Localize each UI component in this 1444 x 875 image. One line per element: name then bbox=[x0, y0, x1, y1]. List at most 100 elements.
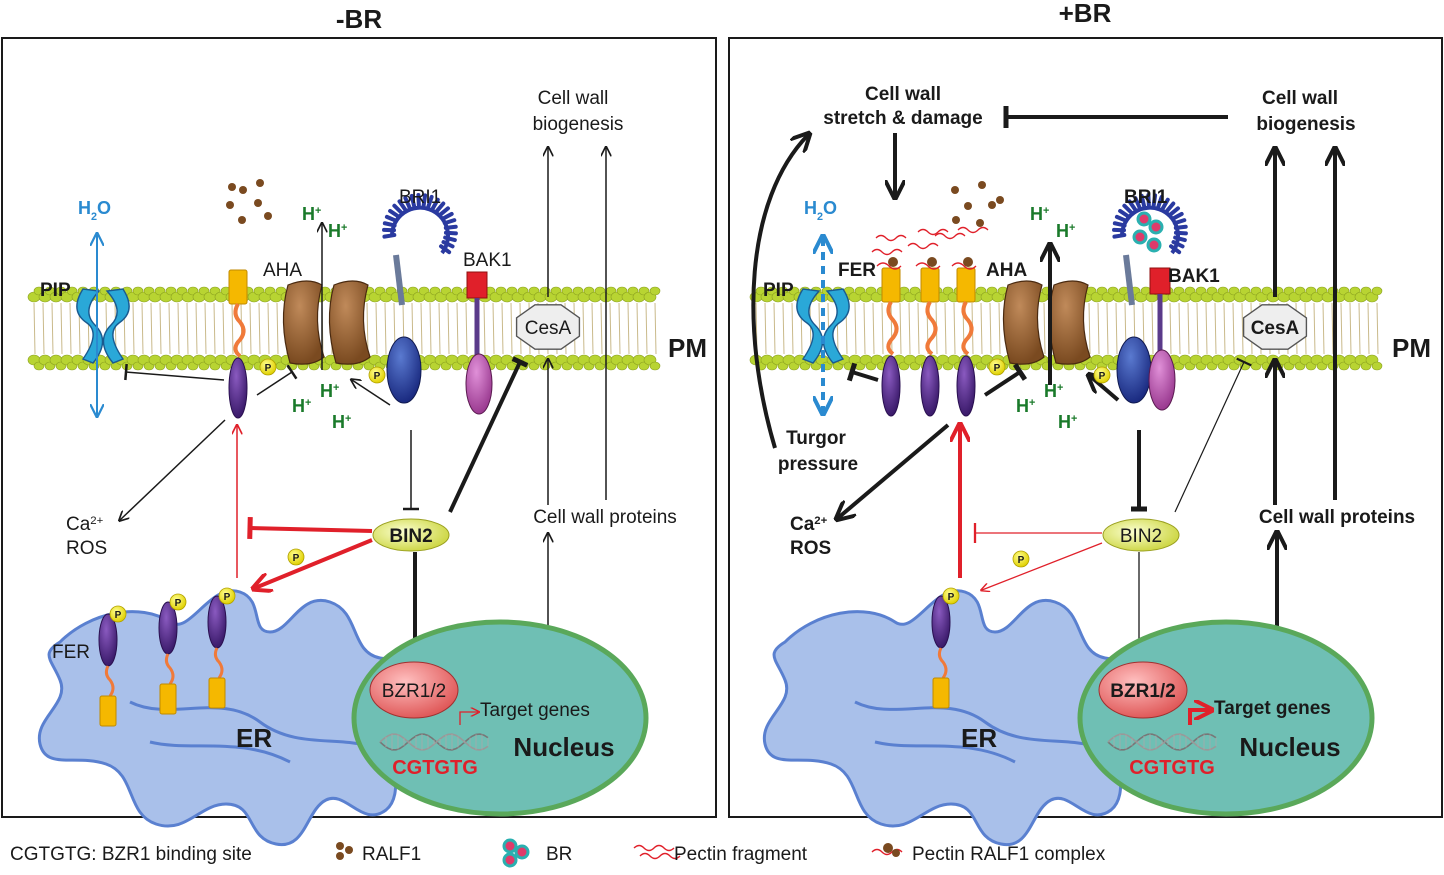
phosphate-label: P bbox=[374, 371, 381, 382]
bin2-label: BIN2 bbox=[1120, 526, 1162, 547]
biogenesis-inhibits-stretch bbox=[1006, 106, 1228, 128]
bin2-inhibits-fer bbox=[250, 517, 372, 539]
bak1-kinase bbox=[1149, 350, 1175, 410]
pectin-fragment bbox=[958, 228, 988, 233]
lipid-tail bbox=[430, 303, 431, 354]
bri1-inhibits-bin2 bbox=[1131, 430, 1147, 509]
lipid-tail bbox=[142, 303, 143, 354]
ralf1-dot bbox=[264, 212, 272, 220]
hplus-in-2: H+ bbox=[1044, 381, 1063, 401]
fer-kinase bbox=[957, 356, 975, 416]
lipid-tail bbox=[610, 303, 611, 354]
cell-wall-proteins-label: Cell wall proteins bbox=[1259, 507, 1415, 528]
ralf1-dot bbox=[988, 201, 996, 209]
phosphate-er-fer: P bbox=[943, 588, 959, 604]
pectin-ralf1-complex-icon bbox=[872, 843, 902, 857]
ca-label: Ca2+ bbox=[66, 514, 104, 535]
bri1-label: BRI1 bbox=[1124, 187, 1168, 208]
pectin-fragment bbox=[918, 230, 948, 235]
lipid-tail bbox=[187, 303, 188, 354]
lipid-tail bbox=[792, 303, 793, 354]
fer-extracellular bbox=[957, 268, 975, 302]
pip-label: PIP bbox=[40, 280, 71, 301]
lipid-tail bbox=[376, 303, 377, 354]
bri1-lrr-spike bbox=[440, 208, 448, 214]
fer-inhibits-pip-line bbox=[126, 372, 224, 380]
lipid-tail bbox=[1197, 303, 1198, 354]
bin2-inhibits-cesa-line bbox=[1175, 362, 1244, 512]
lipid-tail bbox=[783, 303, 784, 354]
lipid-tail bbox=[61, 303, 62, 354]
lipid-tail bbox=[1233, 303, 1234, 354]
bri1-lrr-spike bbox=[1170, 208, 1178, 214]
ralf1-dot bbox=[952, 216, 960, 224]
ralf1-dot bbox=[254, 199, 262, 207]
hplus-in-3: H+ bbox=[1058, 412, 1077, 432]
lipid-tail bbox=[873, 303, 874, 354]
cgtgtg-label: CGTGTG bbox=[1129, 757, 1215, 779]
br-ligand bbox=[1150, 221, 1162, 233]
lipid-tail bbox=[1170, 303, 1171, 354]
turgor-line2: pressure bbox=[778, 454, 858, 475]
ralf1-dot bbox=[238, 216, 246, 224]
lipid-tail bbox=[900, 303, 901, 354]
lipid-tail bbox=[918, 303, 919, 354]
lipid-tail bbox=[1089, 303, 1090, 354]
er-fer-kinase bbox=[208, 596, 226, 648]
lipid-tail bbox=[945, 303, 946, 354]
lipid-tail bbox=[223, 303, 224, 354]
phosphate-label: P bbox=[1099, 371, 1106, 382]
bin2-inhibits-fer bbox=[975, 523, 1102, 543]
panel-plus-br: PMPIPH2OFERPAHAH+H+H+H+H+BRI1BAK1PCesACe… bbox=[750, 84, 1431, 845]
phosphate-label: P bbox=[224, 592, 231, 603]
hplus-in-2: H+ bbox=[320, 381, 339, 401]
nucleus-label: Nucleus bbox=[1239, 732, 1340, 762]
phosphate-label: P bbox=[994, 363, 1001, 374]
panel-minus-br: PMPIPH2OPAHAH+H+H+H+H+BRI1BAK1PCesACell … bbox=[28, 88, 707, 845]
br-ligand bbox=[1148, 239, 1160, 251]
bri1-lrr-spike bbox=[384, 235, 394, 237]
cell-wall-biogenesis-line1: Cell wall bbox=[538, 88, 609, 109]
panel-minus-title: -BR bbox=[336, 4, 382, 34]
ralf1-dot bbox=[226, 201, 234, 209]
bin2-phosphorylates-fer-arrow bbox=[982, 543, 1102, 590]
hplus-out-1: H+ bbox=[302, 204, 321, 224]
lipid-tail bbox=[439, 303, 440, 354]
lipid-tail bbox=[1332, 303, 1333, 354]
lipid-tail bbox=[655, 303, 656, 354]
bak1-label: BAK1 bbox=[463, 250, 512, 271]
cell-wall-biogenesis-line2: biogenesis bbox=[1256, 114, 1355, 135]
lipid-tail bbox=[765, 303, 766, 354]
fer-inhibits-pip-bar bbox=[125, 364, 126, 380]
bin2-inhibits-fer-line bbox=[250, 528, 372, 531]
target-genes-label: Target genes bbox=[480, 700, 590, 721]
lipid-tail bbox=[601, 303, 602, 354]
ralf1-dot bbox=[256, 179, 264, 187]
phosphate-bin2-fer: P bbox=[1013, 551, 1029, 567]
lipid-tail bbox=[34, 303, 35, 354]
bri1-lrr-spike bbox=[1167, 204, 1173, 212]
ralf1-dot bbox=[964, 202, 972, 210]
bin2: BIN2 bbox=[1103, 519, 1179, 551]
fer-inhibits-aha-line bbox=[257, 372, 292, 395]
phosphate-label: P bbox=[115, 610, 122, 621]
fer-transmembrane bbox=[927, 302, 935, 354]
fer-receptor bbox=[882, 268, 900, 416]
er-fer-kinase bbox=[932, 596, 950, 648]
er-fer-kinase bbox=[99, 614, 117, 666]
h2o-label: H2O bbox=[78, 198, 111, 223]
cell-wall-stretch-line2: stretch & damage bbox=[823, 108, 982, 129]
lipid-tail bbox=[178, 303, 179, 354]
phosphate-bri1: P bbox=[369, 367, 385, 383]
lipid-tail bbox=[151, 303, 152, 354]
lipid-tail bbox=[891, 303, 892, 354]
lipid-tail bbox=[637, 303, 638, 354]
lipid-tail bbox=[52, 303, 53, 354]
phosphate-label: P bbox=[948, 592, 955, 603]
lipid-head-bottom-2 bbox=[650, 362, 660, 370]
fer-transmembrane bbox=[888, 302, 896, 354]
bin2-inhibits-cesa bbox=[1175, 359, 1251, 512]
lipid-tail bbox=[493, 303, 494, 354]
